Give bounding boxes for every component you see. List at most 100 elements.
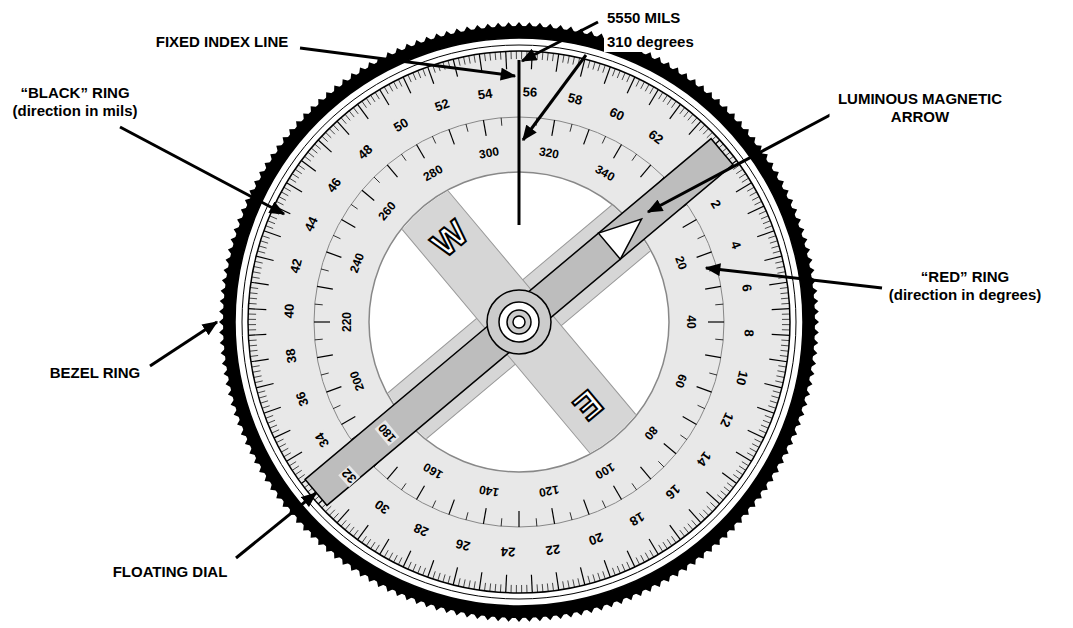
scale-tick	[326, 506, 332, 512]
scale-tick	[469, 56, 470, 64]
scale-tick	[765, 415, 772, 418]
scale-tick	[466, 512, 468, 520]
mil-number: 52	[431, 96, 452, 116]
scale-tick	[570, 124, 572, 132]
scale-tick	[747, 453, 754, 457]
scale-tick	[398, 557, 402, 564]
scale-tick	[622, 564, 625, 571]
scale-tick	[773, 251, 781, 253]
scale-tick	[257, 251, 265, 253]
scale-tick	[715, 304, 723, 306]
leader-arrow	[120, 127, 284, 214]
scale-tick	[249, 298, 257, 300]
scale-tick	[501, 518, 503, 526]
scale-tick	[257, 391, 265, 393]
mil-number: 44	[301, 213, 322, 234]
scale-tick	[255, 381, 263, 383]
leader-arrow	[522, 22, 598, 61]
scale-tick	[341, 118, 346, 124]
scale-tick	[750, 448, 757, 452]
scale-tick	[698, 235, 705, 238]
scale-tick	[684, 527, 689, 533]
scale-tick	[645, 553, 649, 560]
scale-tick	[552, 583, 553, 591]
scale-tick	[249, 345, 257, 347]
scale-tick	[345, 524, 350, 530]
scale-tick	[270, 216, 277, 219]
scale-tick	[777, 272, 785, 273]
scale-tick	[389, 553, 393, 560]
scale-tick	[736, 470, 743, 475]
leader-arrow	[706, 268, 882, 288]
scale-tick	[251, 359, 269, 362]
scale-tick	[722, 473, 736, 484]
scale-tick	[705, 286, 721, 289]
mil-number: 48	[353, 140, 375, 162]
scale-tick	[556, 54, 559, 72]
scale-tick	[248, 319, 256, 320]
scale-tick	[780, 355, 788, 356]
scale-tick	[418, 566, 421, 573]
scale-tick	[598, 573, 600, 581]
scale-tick	[250, 355, 258, 356]
scale-tick	[272, 430, 279, 433]
scale-tick	[326, 132, 332, 138]
scale-tick	[573, 57, 575, 65]
callout-label: FIXED INDEX LINE	[153, 32, 292, 52]
scale-tick	[251, 282, 269, 285]
scale-tick	[398, 79, 402, 86]
scale-tick	[739, 174, 746, 178]
scale-tick	[602, 136, 605, 143]
rim	[235, 38, 803, 606]
scale-tick	[736, 169, 743, 174]
scale-tick	[603, 65, 606, 73]
scale-tick	[588, 576, 590, 584]
degree-number: 100	[592, 459, 618, 482]
scale-tick	[500, 52, 502, 60]
degree-number: 300	[477, 144, 501, 162]
scale-tick	[612, 69, 615, 76]
scale-tick	[371, 95, 375, 102]
scale-tick	[337, 121, 349, 134]
scale-tick	[284, 187, 291, 191]
scale-tick	[709, 373, 717, 375]
scale-tick	[322, 136, 328, 141]
scale-tick	[321, 373, 329, 375]
degree-number: 120	[537, 483, 561, 501]
scale-tick	[614, 144, 622, 158]
scale-tick	[284, 453, 291, 457]
scale-tick	[733, 474, 740, 479]
hub	[487, 290, 551, 354]
scale-tick	[469, 580, 470, 588]
scale-tick	[341, 417, 355, 425]
mil-number: 50	[390, 114, 412, 135]
scale-tick	[489, 583, 491, 591]
scale-tick	[593, 62, 595, 70]
scale-tick	[537, 584, 539, 592]
degree-number: 20	[671, 254, 689, 273]
scale-tick	[268, 420, 275, 423]
scale-tick	[253, 371, 261, 372]
scale-tick	[781, 303, 789, 305]
scale-tick	[281, 192, 288, 196]
scale-tick	[717, 495, 723, 500]
scale-tick	[505, 51, 507, 69]
scale-tick	[375, 92, 379, 99]
scale-tick	[329, 129, 335, 135]
scale-tick	[428, 560, 434, 577]
scale-tick	[781, 298, 789, 300]
scale-tick	[279, 444, 286, 448]
scale-tick	[780, 350, 788, 352]
scale-tick	[301, 161, 315, 172]
scale-tick	[432, 501, 435, 508]
scale-tick	[640, 467, 650, 479]
scale-tick	[423, 568, 426, 575]
mil-number: 30	[371, 496, 393, 518]
scale-tick	[483, 120, 486, 136]
scale-tick	[742, 462, 749, 466]
scale-tick	[317, 286, 333, 289]
scale-tick	[552, 53, 553, 61]
mil-number: 40	[281, 302, 297, 319]
scale-tick	[552, 508, 555, 524]
